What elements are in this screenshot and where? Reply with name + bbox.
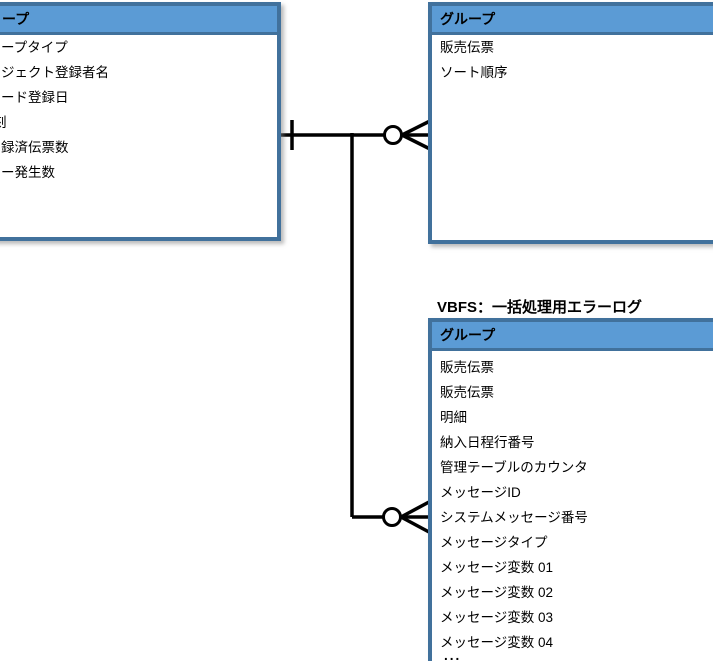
- attribute-row[interactable]: システムメッセージ番号: [440, 510, 588, 525]
- attribute-row[interactable]: ー発生数: [1, 165, 55, 180]
- entity-left-header-label: ープ: [2, 11, 30, 27]
- attribute-row[interactable]: 明細: [440, 410, 467, 425]
- attribute-row[interactable]: 刻: [0, 110, 277, 135]
- entity-bottom-right-header[interactable]: グループ: [432, 322, 713, 351]
- attribute-row[interactable]: 販売伝票: [440, 40, 494, 55]
- relationship-left-to-top-right[interactable]: [281, 119, 431, 151]
- attribute-ellipsis: ...: [444, 648, 462, 661]
- entity-bottom-right-table[interactable]: グループ 販売伝票販売伝票明細納入日程行番号管理テーブルのカウンタメッセージID…: [428, 318, 713, 661]
- entity-bottom-right-header-label: グループ: [440, 327, 496, 343]
- attribute-row[interactable]: メッセージ変数 02: [440, 585, 553, 600]
- cardinality-crow-foot-many-icon: [401, 119, 431, 151]
- attribute-row[interactable]: 納入日程行番号: [440, 435, 535, 450]
- attribute-row[interactable]: ード登録日: [1, 90, 69, 105]
- attribute-row[interactable]: ソート順序: [440, 65, 508, 80]
- entity-top-right-attribute-list: 販売伝票ソート順序: [432, 35, 713, 85]
- entity-top-right-table[interactable]: グループ 販売伝票ソート順序: [428, 2, 713, 244]
- attribute-row[interactable]: ープタイプ: [1, 40, 68, 55]
- attribute-row[interactable]: メッセージ変数 03: [440, 610, 553, 625]
- cardinality-zero-circle-icon: [382, 507, 402, 527]
- attribute-row[interactable]: 販売伝票: [440, 360, 494, 375]
- attribute-row[interactable]: メッセージタイプ: [440, 535, 548, 550]
- attribute-row[interactable]: 管理テーブルのカウンタ: [440, 460, 588, 475]
- attribute-row[interactable]: メッセージID: [440, 485, 521, 500]
- attribute-row[interactable]: メッセージ変数 01: [440, 560, 553, 575]
- entity-top-right-header[interactable]: グループ: [432, 6, 713, 35]
- entity-bottom-right-title[interactable]: VBFS：一括処理用エラーログ: [437, 299, 643, 316]
- cardinality-zero-circle-icon: [383, 125, 403, 145]
- attribute-row[interactable]: 販売伝票: [440, 385, 494, 400]
- entity-left-attribute-list: ープタイプジェクト登録者名ード登録日刻録済伝票数ー発生数: [0, 35, 277, 185]
- entity-left-header[interactable]: ープ: [0, 6, 277, 35]
- attribute-row[interactable]: メッセージ変数 04: [440, 635, 553, 650]
- entity-left-table[interactable]: ープ ープタイプジェクト登録者名ード登録日刻録済伝票数ー発生数: [0, 2, 281, 241]
- attribute-row[interactable]: 録済伝票数: [1, 140, 69, 155]
- entity-top-right-header-label: グループ: [440, 11, 496, 27]
- relationship-left-to-bottom-right[interactable]: [350, 133, 430, 534]
- attribute-row[interactable]: ジェクト登録者名: [1, 65, 109, 80]
- cardinality-crow-foot-many-icon: [400, 500, 430, 534]
